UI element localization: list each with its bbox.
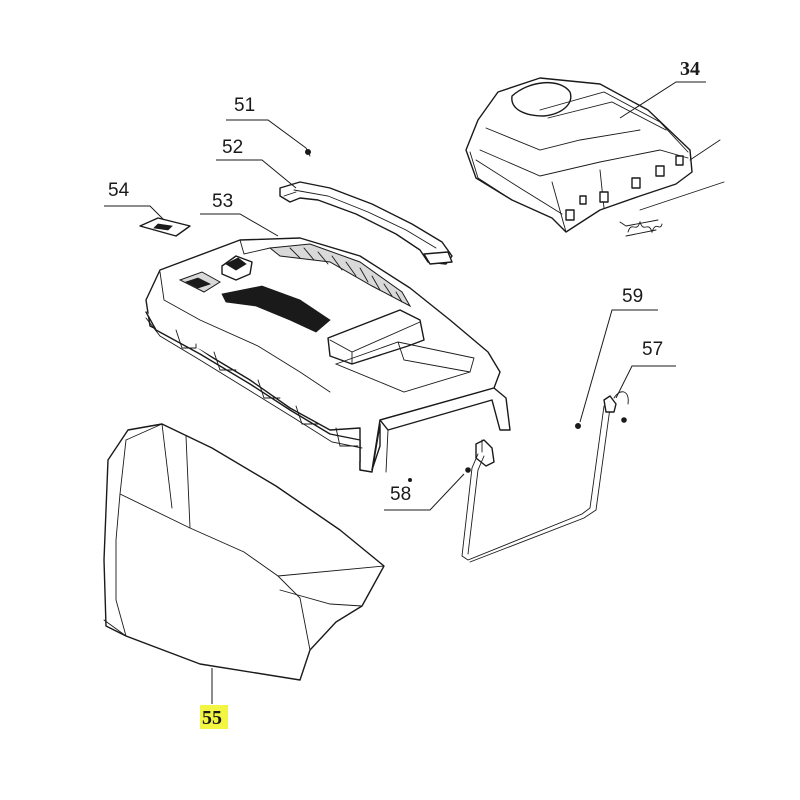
label-55-highlight <box>200 705 228 729</box>
part-53-console <box>145 237 511 473</box>
part-52-handle <box>279 181 453 265</box>
label-57: 57 <box>642 339 663 360</box>
part-51-screw <box>304 147 311 157</box>
label-53: 53 <box>212 191 233 212</box>
callout-labels: 34 51 52 53 54 55 57 58 59 <box>108 58 700 729</box>
hinge-spring <box>619 219 663 237</box>
leader-lines <box>104 81 706 704</box>
part-59-rod <box>461 405 611 563</box>
label-51: 51 <box>234 95 255 116</box>
part-57-hook-pin <box>603 391 629 423</box>
part-58-bracket-screw <box>407 439 495 482</box>
label-34: 34 <box>680 58 700 80</box>
part-54-label-plate <box>139 217 191 237</box>
label-52: 52 <box>222 137 243 158</box>
part-55-grass-bag <box>103 423 385 681</box>
rear-vent-slots <box>289 247 403 303</box>
label-59: 59 <box>622 286 643 307</box>
label-54: 54 <box>108 180 130 201</box>
label-55: 55 <box>202 707 222 729</box>
label-58: 58 <box>390 484 411 505</box>
part-34-rear-cover <box>465 77 725 237</box>
